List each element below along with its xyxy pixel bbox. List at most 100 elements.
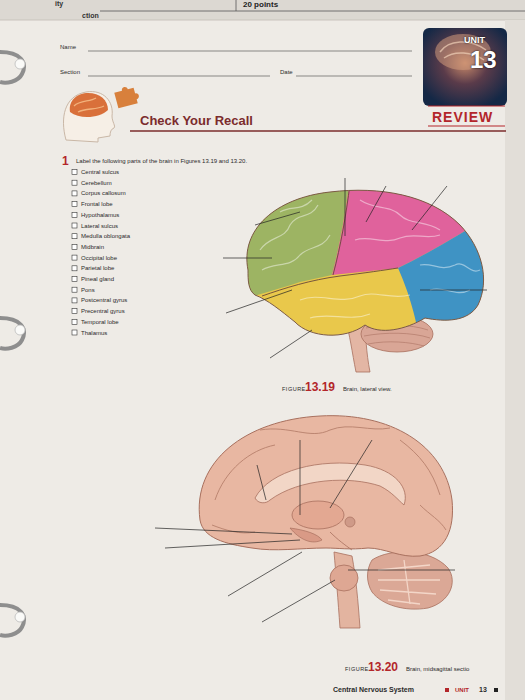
check-box — [72, 330, 77, 335]
midsagittal-brain — [199, 416, 452, 628]
cerebrum-outline — [247, 190, 484, 335]
corpus-callosum — [255, 463, 405, 505]
leader-line — [255, 212, 300, 225]
footer-unit: UNIT — [455, 687, 469, 693]
leader-line — [366, 186, 386, 222]
gyrus-fold — [260, 205, 318, 250]
form-label: Section — [60, 69, 80, 75]
review-rule — [428, 106, 505, 107]
cerebrum-lobes — [230, 180, 500, 350]
review-heading: REVIEW — [432, 110, 493, 124]
checklist-item: Precentral gyrus — [81, 308, 125, 314]
figure-caption: Brain, lateral view. — [343, 386, 392, 392]
leader-line — [257, 465, 266, 500]
badge-number: 13 — [470, 48, 497, 72]
cut-header: ity — [55, 0, 63, 7]
footer-text: Central Nervous System — [333, 686, 414, 693]
checklist-item: Thalamus — [81, 330, 107, 336]
check-box — [72, 223, 77, 228]
hypothalamus — [290, 528, 322, 542]
leader-line — [420, 290, 487, 291]
leader-line — [165, 540, 300, 548]
pons — [330, 565, 358, 591]
check-box — [72, 287, 77, 292]
head-icon — [63, 92, 114, 142]
gyrus-fold — [430, 289, 470, 293]
check-box — [72, 266, 77, 271]
checklist-item: Frontal lobe — [81, 201, 113, 207]
midbrain — [330, 532, 352, 550]
section-line — [88, 76, 270, 77]
figure-word: FIGURE — [345, 667, 369, 673]
leader-line — [412, 186, 447, 230]
check-box — [72, 244, 77, 249]
gyrus-fold — [300, 294, 410, 300]
checklist-item: Central sulcus — [81, 169, 119, 175]
form-lines — [88, 51, 412, 76]
check-box — [72, 170, 77, 175]
binder-rings — [0, 52, 24, 636]
check-box — [72, 212, 77, 217]
question-number: 1 — [62, 155, 69, 167]
check-box — [72, 234, 77, 239]
gyrus-fold — [262, 235, 330, 270]
check-box — [72, 180, 77, 185]
leader-line — [223, 258, 272, 259]
instruction-text: Label the following parts of the brain i… — [76, 158, 247, 164]
leader-line — [228, 552, 302, 596]
gyrus-fold — [400, 440, 440, 495]
leader-line — [345, 178, 346, 236]
check-box — [72, 309, 77, 314]
figure-number: 13.20 — [368, 661, 398, 673]
footer-bullet — [494, 688, 498, 692]
checklist-item: Cerebellum — [81, 180, 112, 186]
check-box — [72, 191, 77, 196]
top-rule — [100, 11, 525, 12]
check-box — [72, 298, 77, 303]
name-line — [88, 51, 412, 52]
leader-line — [300, 440, 301, 515]
checklist-item: Pons — [81, 287, 95, 293]
check-boxes — [72, 170, 77, 336]
leader-line — [270, 330, 312, 358]
punch-holes — [15, 59, 25, 622]
checklist-item: Parietal lobe — [81, 265, 114, 271]
leader-line — [330, 440, 372, 508]
punch-hole — [15, 612, 25, 622]
punch-hole — [15, 59, 25, 69]
checklist-item: Corpus callosum — [81, 190, 126, 196]
central-sulcus — [333, 184, 350, 275]
figure-number: 13.19 — [305, 381, 335, 393]
pineal-gland — [345, 517, 355, 527]
footer-number: 13 — [479, 686, 487, 693]
form-label: Date — [280, 69, 293, 75]
leader-lines — [155, 440, 455, 622]
points-label: 20 points — [243, 1, 278, 9]
leader-line — [226, 290, 292, 313]
checklist-item: Midbrain — [81, 244, 104, 250]
head-brain — [70, 93, 108, 117]
section-title: Check Your Recall — [140, 114, 253, 127]
check-box — [72, 319, 77, 324]
gyrus-fold — [360, 200, 440, 230]
page-edge — [0, 20, 525, 21]
page-shadow — [505, 20, 525, 700]
cerebrum-medial — [199, 416, 452, 557]
badge-text: UNIT — [464, 36, 485, 45]
arbor-vitae — [378, 560, 440, 604]
punch-hole — [15, 325, 25, 335]
check-box — [72, 202, 77, 207]
checklist-item: Hypothalamus — [81, 212, 119, 218]
checklist-item: Occipital lobe — [81, 255, 117, 261]
lobe-fill — [230, 180, 500, 350]
lateral-sulcus — [262, 268, 398, 296]
check-box — [72, 255, 77, 260]
gyrus-fold — [355, 235, 440, 241]
footer-bullet — [445, 688, 449, 692]
medial-gyri — [212, 427, 446, 533]
checklist-item: Postcentral gyrus — [81, 297, 127, 303]
checklist-item: Pineal gland — [81, 276, 114, 282]
top-rule — [236, 0, 237, 11]
